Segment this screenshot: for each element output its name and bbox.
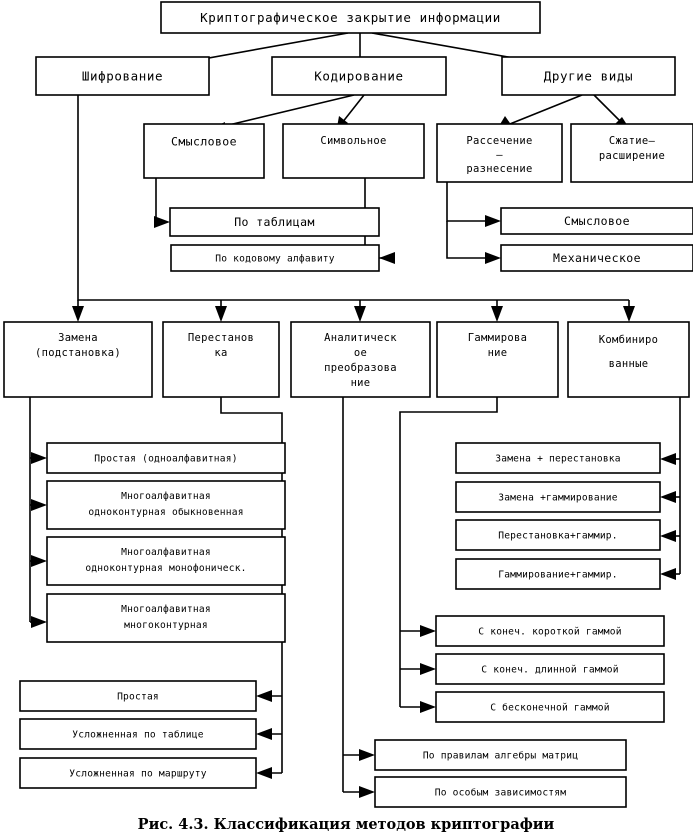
node-substitution[interactable]: Замена (подстановка) [3,321,153,398]
node-permutation-line1: Перестанов [188,332,254,344]
edge-semantic-bytables [154,178,170,228]
node-sub-4-line1: Многоалфавитная [121,603,211,615]
node-by-code-alphabet[interactable]: По кодовому алфавиту [170,244,380,272]
node-semantic-other[interactable]: Смысловое [500,207,693,235]
node-other-kinds-label: Другие виды [544,69,633,84]
node-combined[interactable]: Комбиниро ванные [567,321,690,398]
node-sub-1-label: Простая (одноалфавитная) [94,453,237,465]
node-comb-2-label: Замена +гаммирование [498,493,618,504]
node-compression-line2: расширение [599,150,665,162]
node-root[interactable]: Криптографическое закрытие информации [160,1,541,34]
node-semantic-coding-label: Смысловое [171,135,237,149]
node-root-label: Криптографическое закрытие информации [200,10,501,25]
node-mechanical[interactable]: Механическое [500,244,693,272]
node-permutation[interactable]: Перестанов ка [162,321,280,398]
node-dissection[interactable]: Рассечение – разнесение [436,123,563,183]
node-comb-2[interactable]: Замена +гаммирование [455,481,661,513]
node-perm-3-label: Усложненная по маршруту [69,769,206,780]
node-combined-line2: ванные [609,358,649,370]
node-comb-3-label: Перестановка+гаммир. [498,531,618,542]
node-an-2[interactable]: По особым зависимостям [374,776,627,808]
node-gamma-line1: Гаммирова [468,332,528,344]
node-symbolic-coding-label: Символьное [320,135,386,147]
node-comb-1-label: Замена + перестановка [495,454,621,465]
node-dissection-line1: Рассечение [466,135,532,147]
node-dissection-line3: разнесение [466,163,532,175]
node-permutation-line2: ка [214,347,227,359]
node-an-1-label: По правилам алгебры матриц [423,750,578,762]
node-analytic[interactable]: Аналитическ ое преобразова ние [290,321,431,398]
node-by-tables-label: По таблицам [234,215,315,229]
node-mechanical-label: Механическое [553,251,641,265]
node-sub-2-line1: Многоалфавитная [121,490,211,502]
node-encryption-label: Шифрование [82,69,163,84]
node-analytic-line4: ние [351,377,371,389]
node-an-1[interactable]: По правилам алгебры матриц [374,739,627,771]
node-sub-2[interactable]: Многоалфавитная одноконтурная обыкновенн… [46,480,286,530]
edge-encryption-bus [72,95,635,322]
node-comb-4[interactable]: Гаммирование+гаммир. [455,558,661,590]
node-analytic-line2: ое [354,347,367,359]
node-sub-4[interactable]: Многоалфавитная многоконтурная [46,593,286,643]
node-perm-1[interactable]: Простая [19,680,257,712]
node-coding-label: Кодирование [314,69,403,84]
edge-permutation-children [220,397,283,779]
node-substitution-line1: Замена [58,332,98,344]
node-gamma-line2: ние [488,347,508,359]
node-compression[interactable]: Сжатие– расширение [570,123,693,183]
node-sub-3-line2: одноконтурная монофоническ. [85,562,246,574]
edge-gamma-children [399,397,498,713]
node-gamma[interactable]: Гаммирова ние [436,321,559,398]
node-gam-2-label: С конеч. длинной гаммой [481,664,618,676]
node-gam-3-label: С бесконечной гаммой [490,702,610,714]
node-an-2-label: По особым зависимостям [435,787,566,799]
node-sub-3[interactable]: Многоалфавитная одноконтурная монофониче… [46,536,286,586]
node-gam-1[interactable]: С конеч. короткой гаммой [435,615,665,647]
node-comb-4-label: Гаммирование+гаммир. [498,570,618,581]
node-substitution-line2: (подстановка) [35,347,121,359]
edge-substitution-children [29,397,47,628]
node-by-tables[interactable]: По таблицам [169,207,380,237]
node-comb-3[interactable]: Перестановка+гаммир. [455,519,661,551]
edge-analytic-children [342,397,375,798]
node-symbolic-coding[interactable]: Символьное [282,123,425,179]
node-perm-3[interactable]: Усложненная по маршруту [19,757,257,789]
figure-caption: Рис. 4.3. Классификация методов криптогр… [138,816,555,833]
node-gam-2[interactable]: С конеч. длинной гаммой [435,653,665,685]
edge-dissection-semantic [446,182,501,227]
node-compression-line1: Сжатие– [609,135,656,147]
node-dissection-line2: – [496,149,503,161]
node-gam-3[interactable]: С бесконечной гаммой [435,691,665,723]
node-sub-3-line1: Многоалфавитная [121,546,211,558]
node-comb-1[interactable]: Замена + перестановка [455,442,661,474]
node-combined-line1: Комбиниро [599,334,659,346]
node-perm-1-label: Простая [117,692,159,703]
node-analytic-line1: Аналитическ [324,332,397,344]
node-analytic-line3: преобразова [324,362,397,374]
node-other-kinds[interactable]: Другие виды [501,56,676,96]
node-sub-1[interactable]: Простая (одноалфавитная) [46,442,286,474]
edge-dissection-mechanical [446,221,501,264]
node-sub-4-line2: многоконтурная [124,620,208,631]
node-encryption[interactable]: Шифрование [35,56,210,96]
edge-combined-children [660,397,681,580]
node-semantic-coding[interactable]: Смысловое [143,123,265,179]
node-sub-2-line2: одноконтурная обыкновенная [88,506,243,518]
node-gam-1-label: С конеч. короткой гаммой [478,626,621,638]
node-by-code-alphabet-label: По кодовому алфавиту [215,253,335,265]
node-coding[interactable]: Кодирование [271,56,447,96]
node-perm-2[interactable]: Усложненная по таблице [19,718,257,750]
node-semantic-other-label: Смысловое [564,214,630,228]
node-perm-2-label: Усложненная по таблице [72,729,203,741]
